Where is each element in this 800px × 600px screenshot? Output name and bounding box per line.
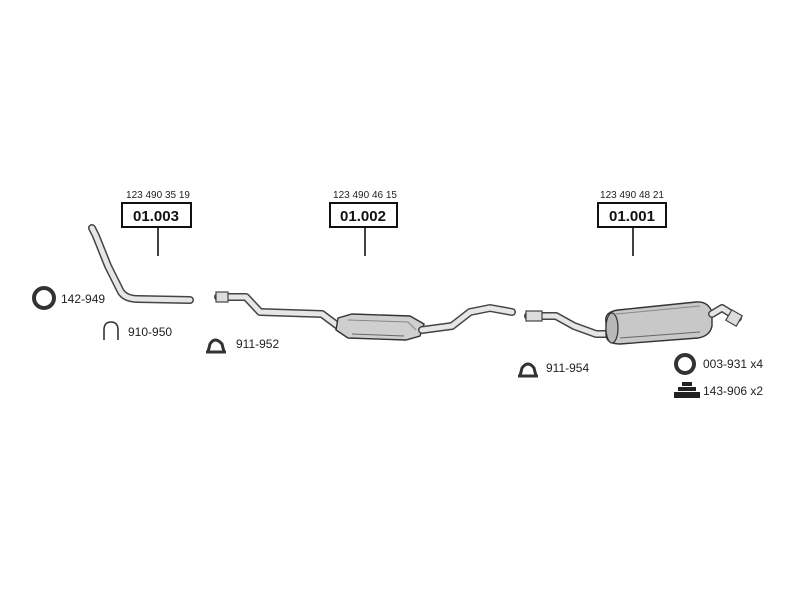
front-pipe (88, 224, 194, 304)
position-code-rear: 01.001 (609, 208, 655, 225)
section-front[interactable]: 123 490 35 19 01.003 (88, 190, 194, 304)
gasket-ring-icon (674, 353, 696, 375)
part-label: 911-954 (546, 361, 589, 375)
position-box-front (121, 202, 192, 228)
rubber-hanger-icon (674, 382, 700, 398)
clamp-icon (518, 362, 538, 378)
accessory-142-949[interactable]: 142-949 (32, 286, 105, 310)
accessory-911-952[interactable]: 911-952 (206, 337, 279, 354)
position-code-middle: 01.002 (340, 208, 386, 225)
position-code-front: 01.003 (133, 208, 179, 225)
position-box-middle (329, 202, 398, 228)
section-rear[interactable]: 123 490 48 21 01.001 (524, 190, 744, 345)
part-label: 003-931 x4 (703, 357, 763, 371)
position-box-rear (597, 202, 667, 228)
oem-number-rear: 123 490 48 21 (600, 190, 664, 201)
accessory-911-954[interactable]: 911-954 (518, 361, 589, 378)
part-label: 143-906 x2 (703, 384, 763, 398)
accessory-143-906[interactable]: 143-906 x2 (674, 382, 763, 398)
gasket-ring-icon (32, 286, 56, 310)
accessory-003-931[interactable]: 003-931 x4 (674, 353, 763, 375)
u-bolt-icon (103, 321, 119, 340)
rear-silencer (524, 301, 744, 345)
section-middle[interactable]: 123 490 46 15 01.002 (214, 190, 516, 341)
accessory-910-950[interactable]: 910-950 (103, 321, 172, 340)
part-label: 142-949 (61, 292, 105, 306)
oem-number-middle: 123 490 46 15 (333, 190, 397, 201)
part-label: 911-952 (236, 337, 279, 351)
oem-number-front: 123 490 35 19 (126, 190, 190, 201)
part-label: 910-950 (128, 325, 172, 339)
middle-silencer (214, 291, 516, 341)
clamp-icon (206, 338, 226, 354)
